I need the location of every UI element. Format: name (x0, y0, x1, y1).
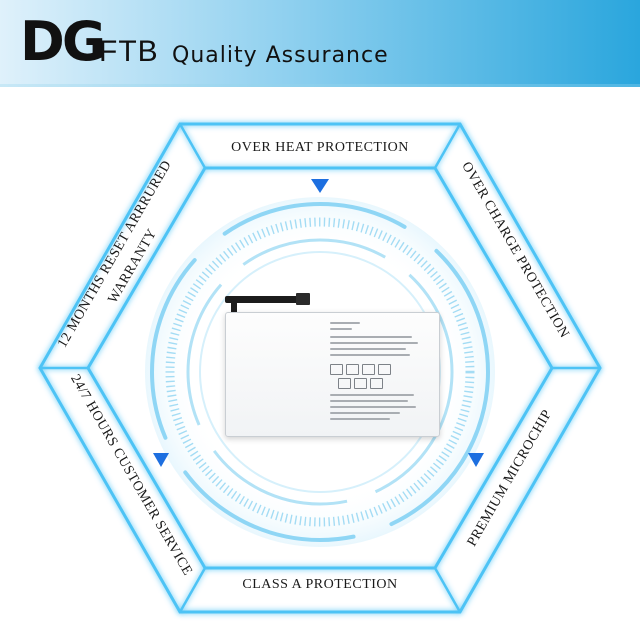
arrow-down-left-icon (153, 453, 169, 467)
battery-connector (296, 293, 310, 305)
segment-dividers (40, 123, 600, 613)
inner-ring-arc (186, 238, 454, 506)
brand-logo-mark: DG (20, 10, 106, 73)
arrow-down-icon (311, 179, 329, 193)
cert-mark-icon (330, 364, 343, 375)
cert-mark-icon (378, 364, 391, 375)
battery-flex-cable-stem (231, 296, 237, 314)
brand-logo-suffix: FTB (99, 35, 159, 68)
cert-mark-icon (338, 378, 351, 389)
inner-ring-soft (199, 251, 441, 493)
cert-mark-icon (362, 364, 375, 375)
arrow-down-right-icon (468, 453, 484, 467)
tick-ring (165, 217, 475, 527)
outer-ring-arc (150, 202, 490, 542)
label-over-heat-protection: OVER HEAT PROTECTION (231, 140, 409, 155)
cert-mark-icon (346, 364, 359, 375)
label-class-a-protection: CLASS A PROTECTION (242, 577, 397, 592)
cert-mark-icon (370, 378, 383, 389)
header-divider (0, 84, 640, 87)
battery-flex-cable (225, 296, 310, 303)
cert-mark-icon (354, 378, 367, 389)
header-banner (0, 0, 640, 84)
battery-spec-label (330, 322, 428, 426)
page-title: Quality Assurance (172, 43, 389, 68)
